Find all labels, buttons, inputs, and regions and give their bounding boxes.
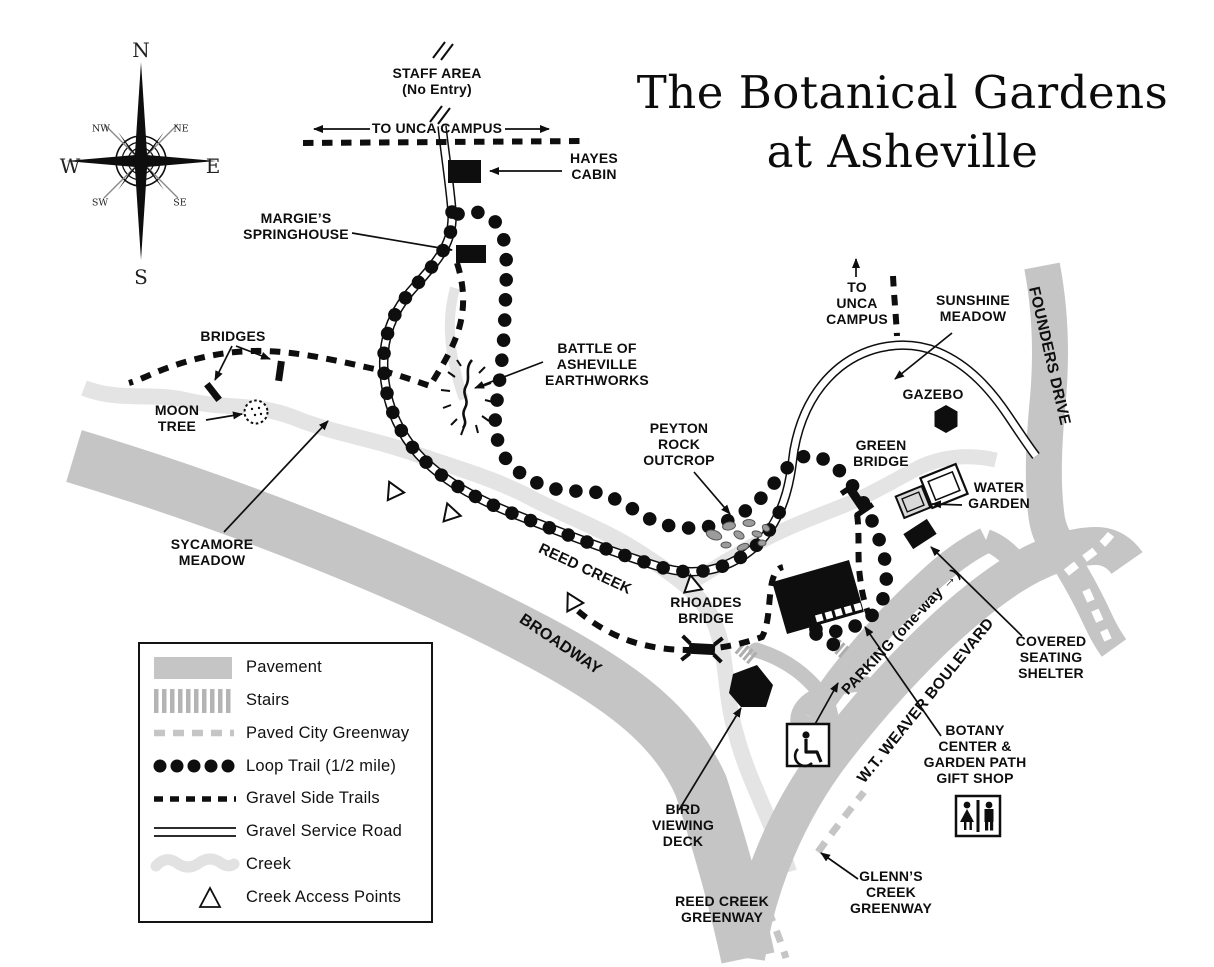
label-hayes-cabin: HAYES CABIN	[570, 150, 618, 182]
label-glenns-greenway: GLENN’S CREEK GREENWAY	[850, 868, 932, 916]
stairs-swatch-icon	[154, 688, 231, 713]
label-battle-earthworks: BATTLE OF ASHEVILLE EARTHWORKS	[545, 340, 649, 388]
west-bridge-2	[275, 360, 285, 382]
label-sycamore-meadow: SYCAMORE MEADOW	[170, 536, 254, 568]
legend-label: Stairs	[246, 691, 290, 710]
road-founders	[1024, 262, 1071, 551]
legend-label: Pavement	[246, 658, 322, 677]
compass-nw: NW	[91, 123, 111, 135]
creek-access-points	[386, 479, 704, 614]
hayes-cabin-building	[448, 160, 481, 183]
label-bridges: BRIDGES	[200, 328, 266, 344]
label-reed-creek-greenway: REED CREEK GREENWAY	[675, 893, 769, 925]
legend-label: Gravel Side Trails	[246, 789, 380, 808]
rhoades-bridge-symbol	[680, 634, 724, 664]
compass-sw: SW	[91, 197, 109, 209]
label-peyton-rock: PEYTON ROCK OUTCROP	[643, 420, 715, 468]
label-moon-tree: MOON TREE	[154, 402, 200, 434]
compass-w: W	[59, 154, 81, 178]
label-to-unca-top: TO UNCA CAMPUS	[371, 120, 503, 136]
side-trails-swatch-icon	[154, 796, 236, 802]
covered-shelter-building	[903, 518, 937, 550]
label-staff-area: STAFF AREA (No Entry)	[392, 65, 482, 97]
label-rhoades-bridge: RHOADES BRIDGE	[670, 594, 742, 626]
compass-n: N	[132, 38, 150, 62]
accessible-parking-icon	[785, 722, 831, 768]
label-gazebo: GAZEBO	[902, 386, 964, 402]
access-point-swatch-icon	[198, 886, 222, 909]
roads-pavement	[66, 262, 1143, 964]
water-garden-pools	[894, 462, 970, 520]
compass-e: E	[205, 154, 221, 178]
peyton-rocks	[705, 519, 771, 551]
moon-tree-symbol	[243, 399, 269, 425]
compass-rose-icon	[66, 62, 216, 260]
restrooms-icon	[954, 794, 1002, 838]
legend-label: Gravel Service Road	[246, 822, 403, 841]
legend-label: Creek	[246, 854, 292, 873]
callout-arrows	[205, 125, 1023, 880]
compass-ne: NE	[173, 123, 189, 135]
road-broadway	[66, 430, 775, 964]
legend-row-access-points: Creek Access Points	[150, 882, 431, 912]
legend-row-stairs: Stairs	[150, 686, 431, 716]
springhouse-building	[456, 245, 486, 263]
compass-se: SE	[173, 197, 187, 209]
legend-label: Creek Access Points	[246, 887, 402, 906]
loop-trail-swatch-icon	[153, 759, 235, 773]
loop-trail-dots	[376, 205, 894, 659]
map-title-line2: at Asheville	[766, 124, 1039, 178]
label-covered-shelter: COVERED SEATING SHELTER	[1015, 633, 1087, 681]
compass-s: S	[134, 265, 148, 289]
legend-row-loop-trail: Loop Trail (1/2 mile)	[150, 751, 431, 781]
legend-box: Pavement Stairs Paved City Greenway Loop…	[138, 642, 433, 923]
legend-row-creek: Creek	[150, 849, 431, 879]
label-to-unca-right: TO UNCA CAMPUS	[826, 279, 888, 327]
legend-label: Loop Trail (1/2 mile)	[246, 756, 397, 775]
label-sunshine-meadow: SUNSHINE MEADOW	[936, 292, 1010, 324]
greenway-swatch-icon	[154, 730, 234, 737]
label-bird-deck: BIRD VIEWING DECK	[651, 801, 715, 849]
earthworks-symbol	[440, 359, 494, 436]
road-wt-weaver	[727, 526, 1143, 961]
label-green-bridge: GREEN BRIDGE	[853, 437, 909, 469]
legend-row-pavement: Pavement	[150, 653, 431, 683]
label-water-garden: WATER GARDEN	[968, 479, 1030, 511]
gazebo-symbol	[934, 405, 958, 433]
map-title: The Botanical Gardens at Asheville	[625, 64, 1180, 181]
bird-deck-symbol	[729, 665, 773, 707]
pavement-swatch-icon	[154, 656, 232, 679]
legend-row-greenway: Paved City Greenway	[150, 718, 431, 748]
service-road-swatch-icon	[154, 826, 236, 837]
label-margies-springhouse: MARGIE’S SPRINGHOUSE	[243, 210, 349, 242]
map-symbols	[204, 160, 970, 707]
botany-center-building	[772, 560, 864, 634]
legend-row-side-trails: Gravel Side Trails	[150, 784, 431, 814]
legend-row-service-road: Gravel Service Road	[150, 817, 431, 847]
legend-label: Paved City Greenway	[246, 723, 410, 742]
map-title-line1: The Botanical Gardens	[636, 66, 1169, 119]
creek-swatch-icon	[150, 853, 240, 873]
paved-city-greenway	[756, 530, 1116, 960]
label-botany-center: BOTANY CENTER & GARDEN PATH GIFT SHOP	[923, 722, 1027, 786]
west-bridge-1	[204, 381, 222, 403]
green-bridge-symbol	[839, 480, 875, 518]
